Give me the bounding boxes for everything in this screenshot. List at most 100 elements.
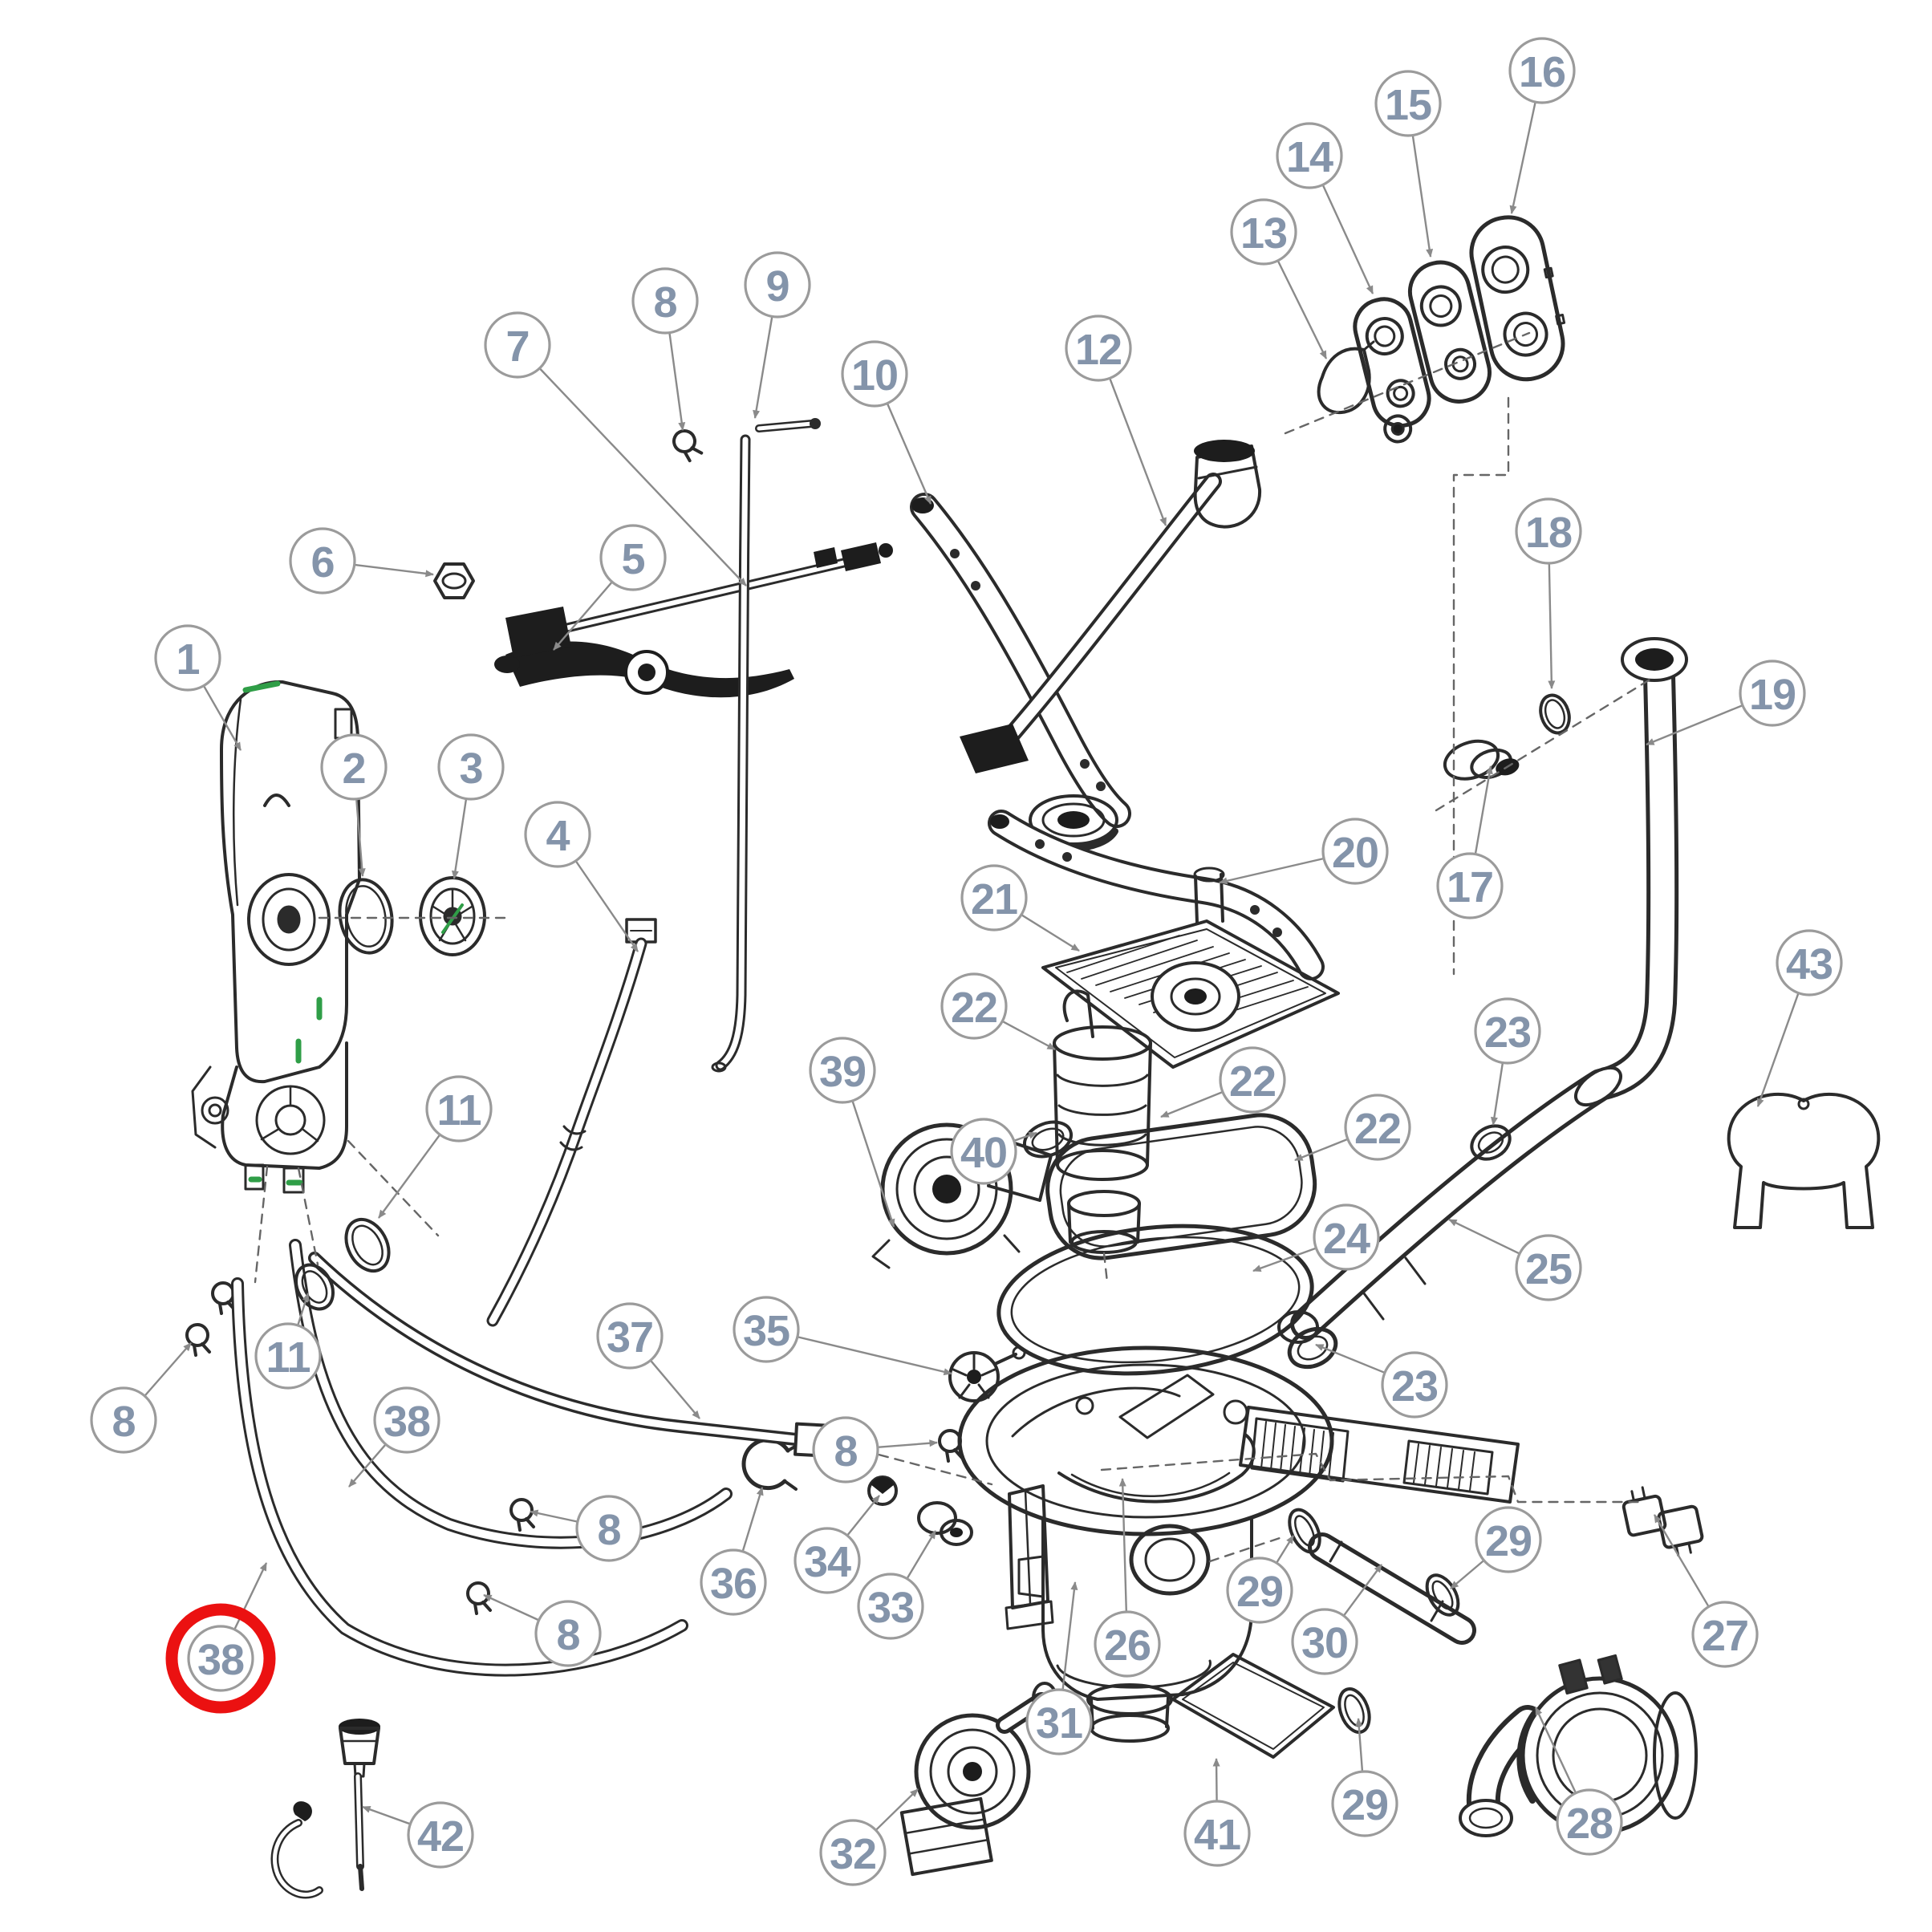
callout-42[interactable]: 42 — [407, 1801, 474, 1869]
callout-7[interactable]: 7 — [484, 311, 551, 379]
callout-number: 21 — [971, 875, 1017, 923]
callout-8[interactable]: 8 — [812, 1416, 879, 1484]
callout-26[interactable]: 26 — [1094, 1610, 1161, 1678]
callout-21[interactable]: 21 — [960, 864, 1028, 932]
callout-29[interactable]: 29 — [1475, 1506, 1542, 1573]
callout-number: 42 — [417, 1812, 464, 1861]
callout-number: 8 — [834, 1427, 857, 1475]
callout-27[interactable]: 27 — [1691, 1601, 1759, 1668]
callout-6[interactable]: 6 — [289, 527, 356, 595]
callout-9[interactable]: 9 — [744, 251, 811, 319]
callout-22[interactable]: 22 — [1219, 1046, 1286, 1114]
leader-line-8 — [877, 1439, 938, 1449]
callout-number: 29 — [1341, 1781, 1388, 1829]
callout-17[interactable]: 17 — [1436, 852, 1504, 919]
callout-8[interactable]: 8 — [90, 1386, 157, 1454]
callout-40[interactable]: 40 — [950, 1118, 1017, 1185]
callout-8[interactable]: 8 — [631, 267, 699, 335]
callout-31[interactable]: 31 — [1025, 1688, 1093, 1755]
callout-number: 26 — [1104, 1622, 1151, 1670]
leader-line-23 — [1315, 1343, 1386, 1374]
callout-circle — [1436, 852, 1504, 919]
callout-39[interactable]: 39 — [809, 1037, 876, 1104]
callout-circle — [1183, 1800, 1251, 1867]
callout-8[interactable]: 8 — [534, 1600, 602, 1667]
leader-line-8 — [483, 1593, 540, 1622]
callout-number: 30 — [1301, 1619, 1348, 1667]
leader-line-29 — [1275, 1535, 1295, 1564]
callout-23[interactable]: 23 — [1474, 997, 1541, 1065]
callout-14[interactable]: 14 — [1276, 122, 1343, 189]
callout-number: 12 — [1075, 326, 1122, 374]
part-filter-plate-21 — [1041, 867, 1340, 1069]
callout-circle — [1474, 997, 1541, 1065]
part-sump-26-31 — [957, 1346, 1520, 1743]
callout-number: 43 — [1786, 940, 1833, 988]
callout-19[interactable]: 19 — [1739, 660, 1806, 727]
callout-4[interactable]: 4 — [524, 801, 591, 868]
callout-33[interactable]: 33 — [857, 1573, 924, 1640]
callout-30[interactable]: 30 — [1291, 1608, 1358, 1675]
callout-32[interactable]: 32 — [819, 1819, 887, 1886]
callout-25[interactable]: 25 — [1515, 1234, 1582, 1301]
callout-15[interactable]: 15 — [1374, 70, 1442, 137]
part-blower-39 — [871, 1122, 1053, 1269]
callout-36[interactable]: 36 — [700, 1548, 767, 1616]
callout-number: 41 — [1194, 1811, 1240, 1859]
callout-29[interactable]: 29 — [1226, 1557, 1293, 1624]
callout-22[interactable]: 22 — [1344, 1094, 1411, 1161]
callout-circle — [1381, 1351, 1448, 1419]
callout-circle — [254, 1322, 322, 1390]
callout-11[interactable]: 11 — [254, 1322, 322, 1390]
callout-38-highlighted[interactable]: 38 — [165, 1603, 276, 1714]
callout-8[interactable]: 8 — [575, 1495, 643, 1562]
callout-1[interactable]: 1 — [154, 624, 221, 692]
callout-number: 11 — [436, 1086, 481, 1134]
callout-16[interactable]: 16 — [1508, 37, 1576, 104]
callout-number: 22 — [1354, 1105, 1401, 1153]
part-impeller-35 — [948, 1346, 1026, 1402]
callout-circle — [596, 1302, 664, 1370]
callout-circle — [1226, 1557, 1293, 1624]
callout-circle — [524, 801, 591, 868]
highlight-ring — [165, 1603, 276, 1714]
callout-number: 9 — [765, 262, 789, 310]
callout-number: 25 — [1525, 1245, 1572, 1293]
leader-line-14 — [1321, 184, 1374, 294]
callout-number: 16 — [1519, 48, 1565, 96]
leader-line-6 — [354, 563, 434, 578]
callout-23[interactable]: 23 — [1381, 1351, 1448, 1419]
callout-3[interactable]: 3 — [437, 733, 505, 801]
callout-38[interactable]: 38 — [373, 1386, 440, 1454]
callout-37[interactable]: 37 — [596, 1302, 664, 1370]
callout-number: 3 — [459, 745, 482, 793]
callout-12[interactable]: 12 — [1065, 315, 1132, 382]
callout-circle — [1556, 1788, 1623, 1856]
callout-29[interactable]: 29 — [1331, 1770, 1398, 1837]
part-hose-30 — [1308, 1532, 1476, 1645]
callout-22[interactable]: 22 — [940, 972, 1008, 1040]
callout-35[interactable]: 35 — [733, 1296, 800, 1363]
part-sound-mat-41 — [1171, 1653, 1335, 1759]
callout-11[interactable]: 11 — [425, 1075, 493, 1143]
leader-line-32 — [875, 1788, 919, 1831]
callout-circle — [1515, 497, 1582, 565]
callout-24[interactable]: 24 — [1313, 1203, 1380, 1271]
callout-20[interactable]: 20 — [1321, 818, 1389, 885]
callout-18[interactable]: 18 — [1515, 497, 1582, 565]
leader-line-2 — [355, 798, 366, 877]
callout-41[interactable]: 41 — [1183, 1800, 1251, 1867]
callout-5[interactable]: 5 — [599, 524, 667, 591]
callout-number: 10 — [851, 351, 898, 400]
callout-43[interactable]: 43 — [1776, 929, 1843, 996]
callout-2[interactable]: 2 — [320, 733, 388, 801]
callout-28[interactable]: 28 — [1556, 1788, 1623, 1856]
part-circulation-pump-28 — [1459, 1654, 1698, 1837]
callout-10[interactable]: 10 — [841, 340, 908, 408]
callout-34[interactable]: 34 — [794, 1527, 861, 1594]
part-o-ring-2 — [338, 878, 394, 955]
callout-13[interactable]: 13 — [1230, 198, 1297, 266]
callout-number: 7 — [505, 323, 529, 371]
